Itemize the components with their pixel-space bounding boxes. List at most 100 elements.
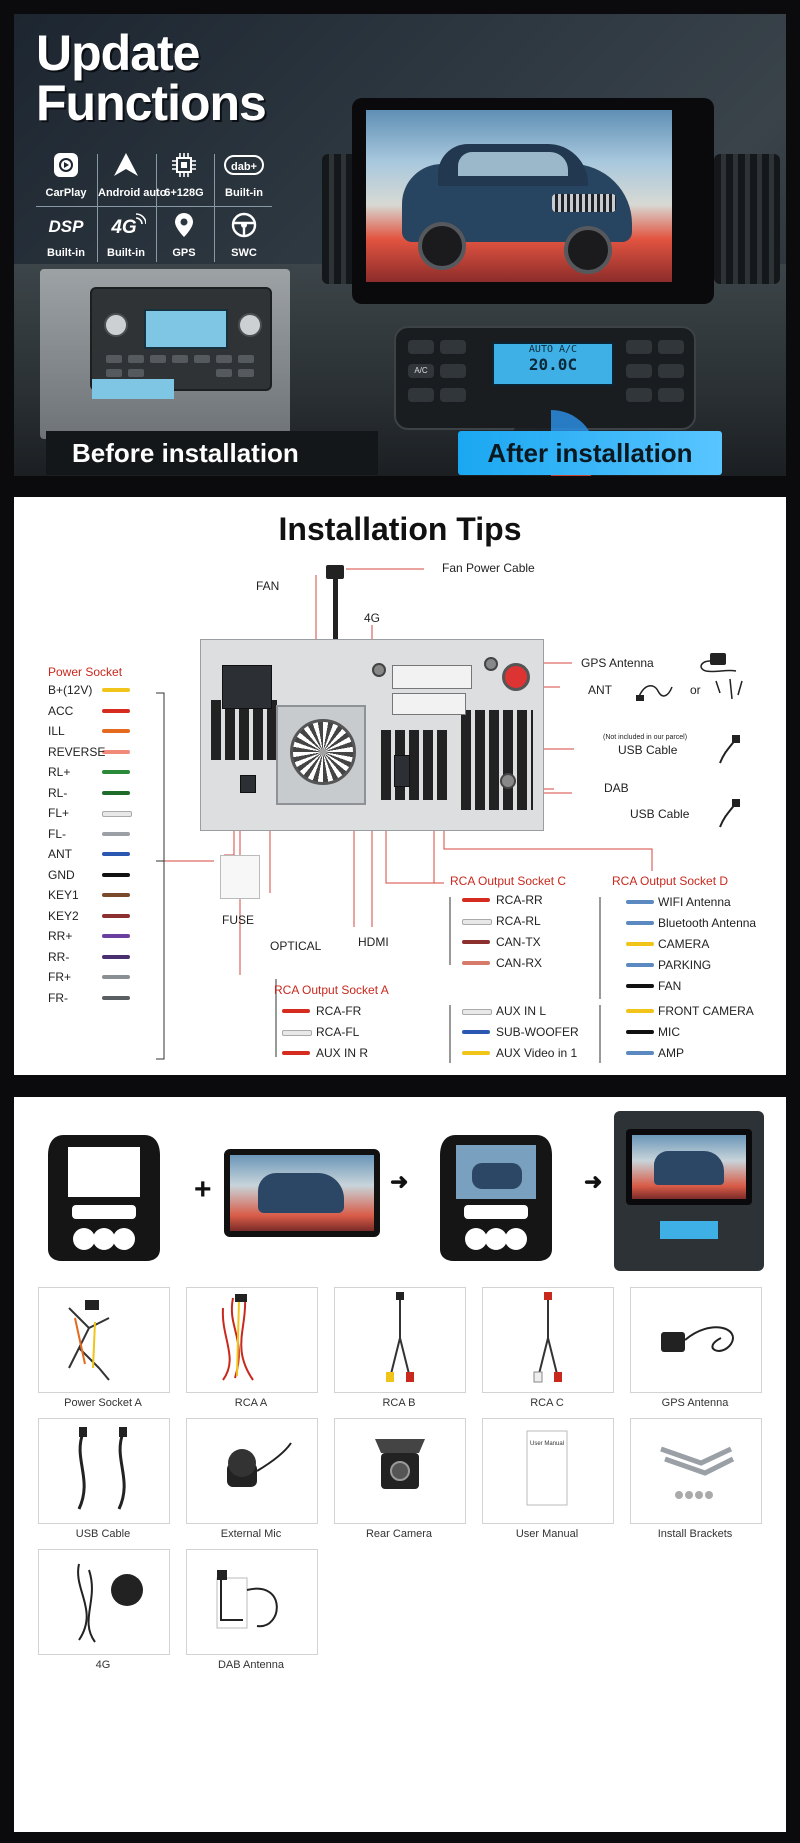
accessory-label: RCA C <box>530 1397 564 1409</box>
wire-label: RCA-FR <box>316 1004 362 1018</box>
wire-label: RL+ <box>48 765 71 779</box>
4g-label: 4G <box>364 611 381 625</box>
optical-port <box>240 775 256 793</box>
accessory-label: 4G <box>95 1659 111 1671</box>
gps-antenna-icon <box>700 653 737 673</box>
wire-color-swatch <box>462 1009 492 1015</box>
rear-camera-icon <box>375 1439 425 1489</box>
arrow-right-icon: ➜ <box>390 1169 409 1194</box>
fuse-label: FUSE <box>222 913 255 927</box>
wire-label: RL- <box>48 785 68 800</box>
wire-label: MIC <box>658 1025 680 1039</box>
wire-label: GND <box>48 867 75 882</box>
power-socket-connector <box>222 665 272 709</box>
wire-color-swatch <box>102 852 130 856</box>
wire-label: RCA-RL <box>496 914 541 928</box>
climate-display: AUTO A/C 20.0C <box>492 342 614 386</box>
accessory-item <box>38 1287 170 1393</box>
power-socket-harness-icon <box>68 1300 110 1381</box>
wire-color-swatch <box>102 934 130 938</box>
wire-label: ACC <box>48 703 74 718</box>
dab-icon: dab+ <box>224 155 264 175</box>
hdmi-label: HDMI <box>358 935 389 949</box>
wire-color-swatch <box>462 919 492 925</box>
accessory-label: Rear Camera <box>365 1528 433 1540</box>
wire-color-swatch <box>102 811 132 817</box>
accessory-item: User Manual <box>482 1418 614 1524</box>
arrow-right-icon: ➜ <box>584 1169 603 1194</box>
cooling-fan-icon <box>290 719 356 785</box>
wire-label: PARKING <box>658 958 712 972</box>
oem-climate-display <box>92 379 174 399</box>
gps-antenna-icon <box>661 1326 734 1352</box>
wire-label: Bluetooth Antenna <box>658 916 757 930</box>
dab-port <box>500 773 516 789</box>
dab-label: DAB <box>604 781 629 795</box>
accessory-label: Install Brackets <box>657 1528 733 1540</box>
wire-color-swatch <box>282 1051 310 1055</box>
accessory-item <box>186 1287 318 1393</box>
gps-port <box>484 657 498 671</box>
accessory-label: Power Socket A <box>64 1397 142 1409</box>
wire-color-swatch <box>626 921 654 925</box>
accessory-label: USB Cable <box>75 1528 131 1540</box>
svg-text:User Manual: User Manual <box>530 1441 564 1447</box>
user-manual-icon: User Manual <box>526 1430 568 1506</box>
usb-cable-icon-2 <box>719 799 740 828</box>
rca-socket-c-title: RCA Output Socket C <box>450 874 567 888</box>
wire-color-swatch <box>462 1051 490 1055</box>
wire-label: FL+ <box>48 806 70 820</box>
wire-color-swatch <box>626 963 654 967</box>
wire-label: FL- <box>48 826 66 841</box>
before-installation-photo <box>40 269 290 439</box>
tune-knob <box>238 313 262 337</box>
wire-color-swatch <box>102 749 130 754</box>
wire-label: AUX IN R <box>316 1046 369 1060</box>
fm-antenna-icon <box>636 685 673 701</box>
wire-color-swatch <box>626 1051 654 1055</box>
usb-cable-label-1: USB Cable <box>618 743 678 757</box>
accessory-label: RCA B <box>382 1397 416 1409</box>
external-mic-icon <box>227 1442 292 1487</box>
dab-antenna-icon <box>216 1570 278 1629</box>
accessory-item <box>38 1549 170 1655</box>
power-socket-title: Power Socket <box>48 665 123 679</box>
wire-label: AUX IN L <box>496 1004 547 1018</box>
accessory-label: User Manual <box>515 1528 579 1540</box>
wire-label: ANT <box>48 847 72 861</box>
gps-pin-icon <box>175 213 193 237</box>
rca-socket-c-connector <box>392 665 472 689</box>
steering-wheel-icon <box>231 212 257 238</box>
4g-icon: 4G <box>110 213 146 238</box>
climate-mode-text: AUTO A/C <box>528 344 578 355</box>
wire-color-swatch <box>462 898 490 902</box>
rca-a-cable-icon <box>221 1294 254 1381</box>
carplay-icon <box>54 153 78 177</box>
wire-label: FAN <box>658 979 682 993</box>
feature-dab: dab+ Built-in <box>216 150 272 210</box>
wire-color-swatch <box>102 975 130 979</box>
plus-sign: + <box>194 1173 212 1206</box>
usb-cable-icon <box>719 735 740 764</box>
accessory-item <box>186 1549 318 1655</box>
usb-cable-icon <box>77 1427 127 1510</box>
installation-tips-panel: Installation Tips <box>14 497 786 1075</box>
svg-text:DSP: DSP <box>49 217 85 236</box>
feature-label: 6+128G <box>164 187 204 199</box>
feature-banner: Update Functions CarPlay Android auto 6+… <box>14 14 786 476</box>
feature-label: Built-in <box>225 187 263 199</box>
or-label: or <box>690 683 701 697</box>
dsp-icon: DSP <box>49 217 85 236</box>
feature-label: CarPlay <box>45 187 87 199</box>
svg-text:4G: 4G <box>110 217 137 238</box>
wire-label: FRONT CAMERA <box>658 1004 754 1018</box>
feature-gps: GPS <box>156 210 212 270</box>
usb-cable-label-2: USB Cable <box>630 807 690 821</box>
banner-title-line2: Functions <box>36 75 267 131</box>
before-installation-label: Before installation <box>46 431 378 475</box>
ant-port <box>502 663 530 691</box>
dash-frame-image <box>48 1135 160 1261</box>
wire-label: RR+ <box>48 929 73 943</box>
wire-color-swatch <box>102 831 130 836</box>
